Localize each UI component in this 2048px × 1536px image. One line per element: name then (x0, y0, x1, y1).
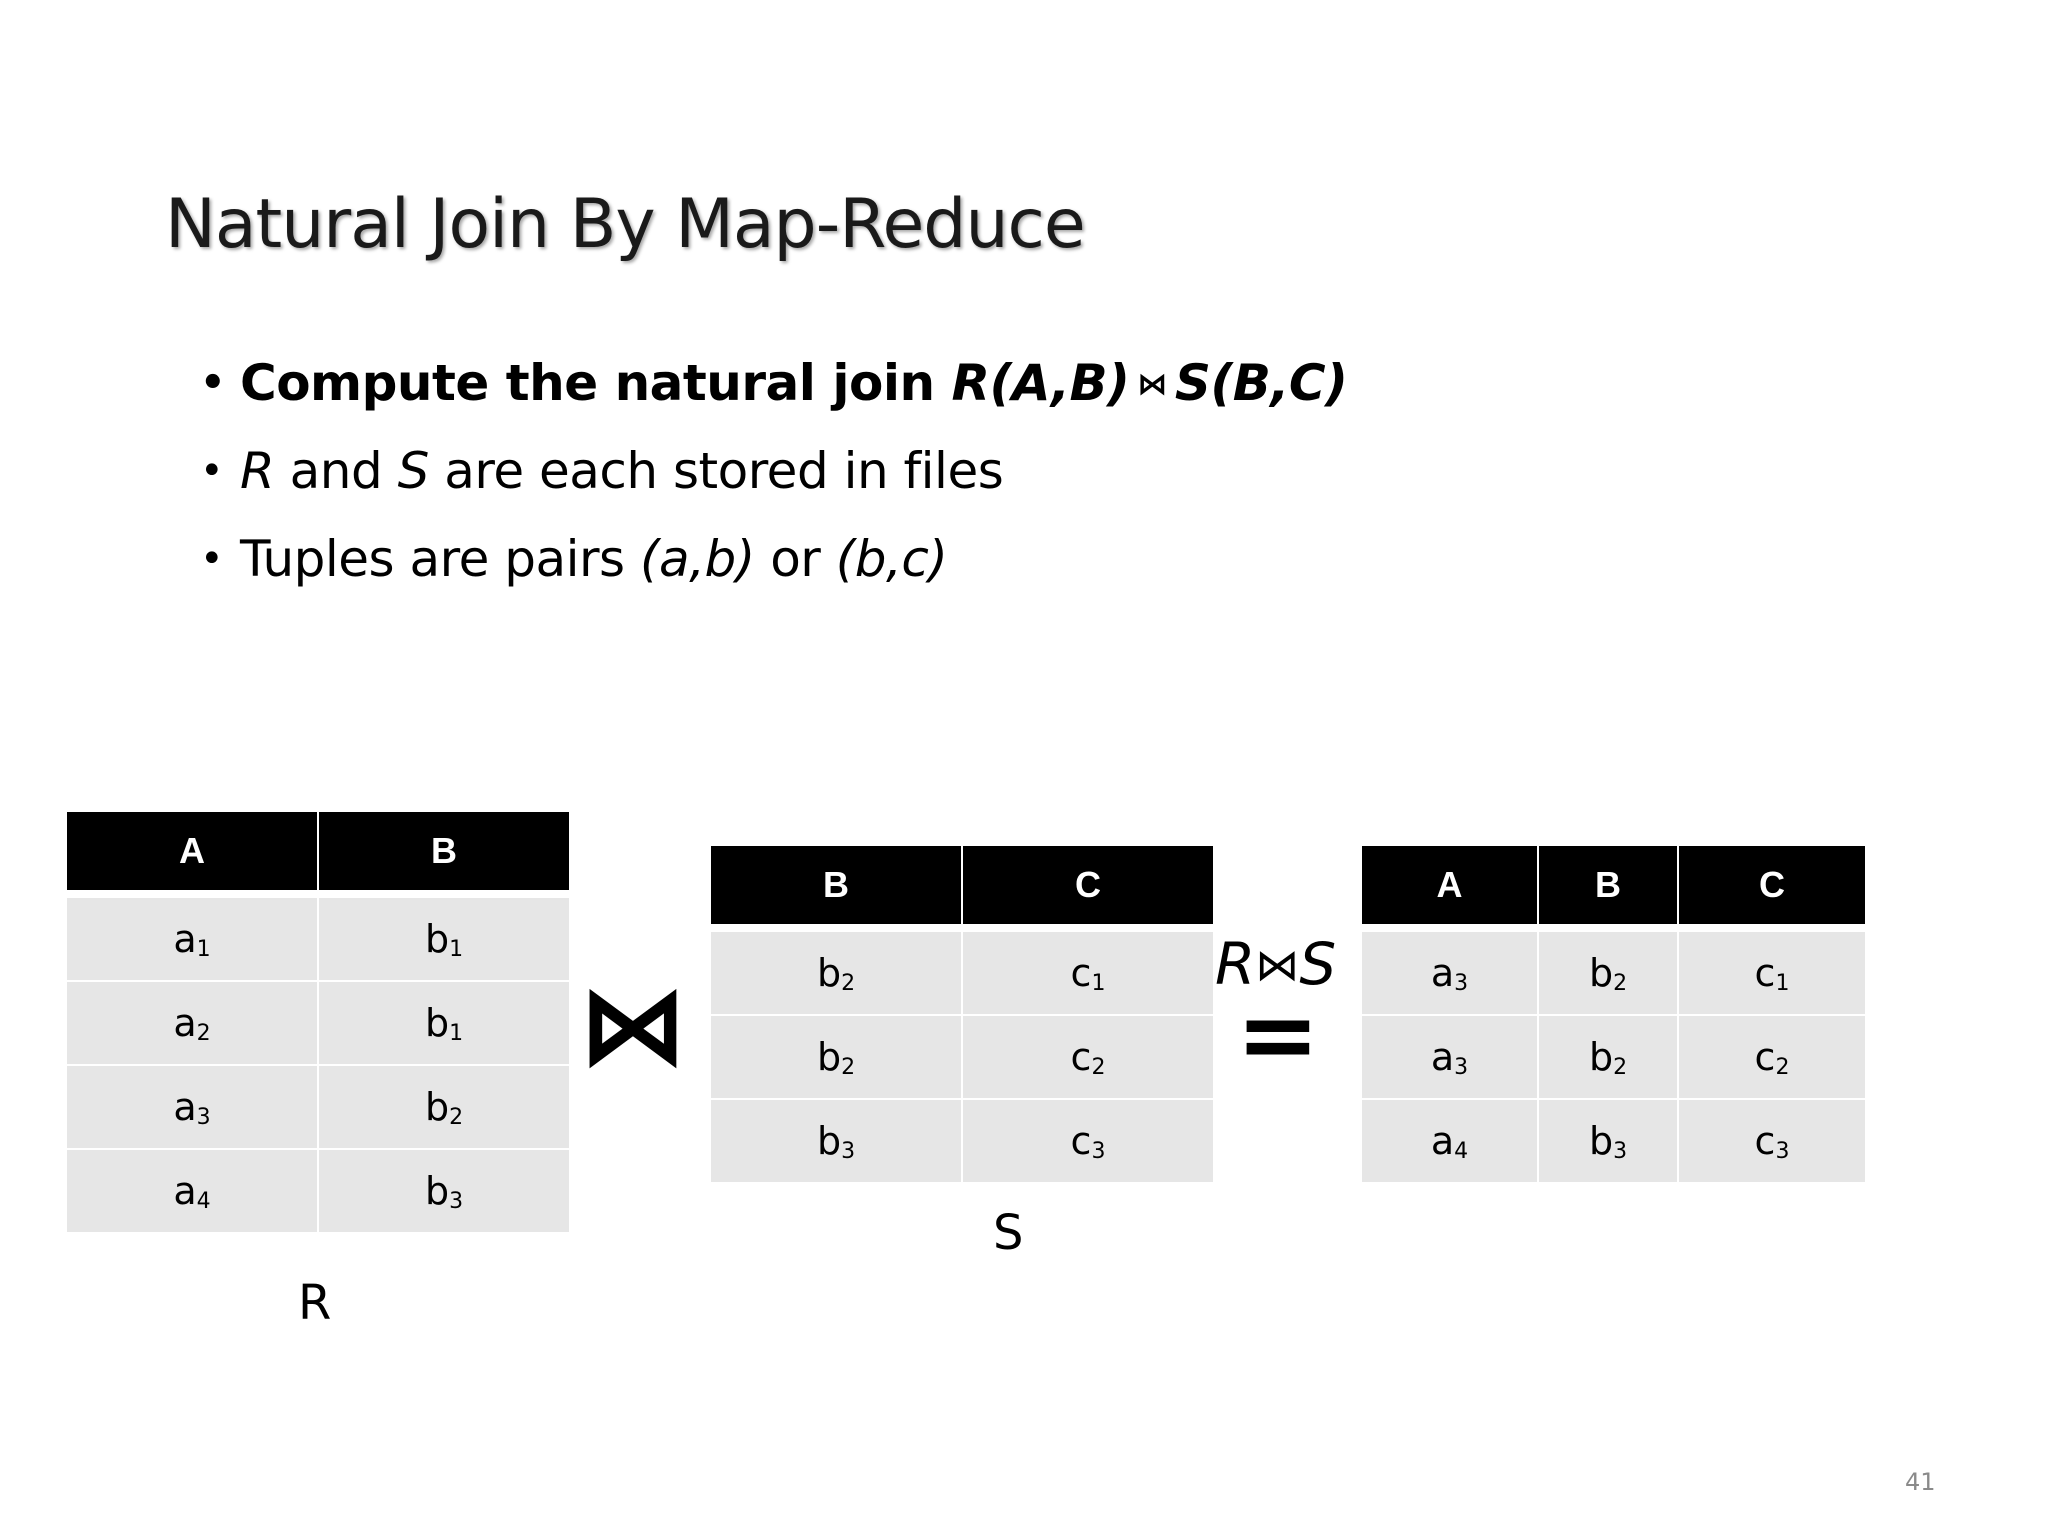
table-cell: b2 (711, 1016, 963, 1100)
relation-s-schema: S(B,C) (1174, 354, 1348, 412)
table-cell: a3 (1362, 932, 1539, 1016)
relation-s-name: S (397, 442, 430, 500)
equals-sign: = (1236, 976, 1320, 1093)
result-s: S (1299, 930, 1337, 998)
table-cell: b3 (319, 1150, 569, 1234)
relation-s-label: S (993, 1205, 1024, 1261)
bullet-text: or (754, 530, 836, 588)
table-cell: a3 (67, 1066, 319, 1150)
table-cell: c1 (963, 932, 1213, 1016)
table-cell: b1 (319, 898, 569, 982)
bullet-text: are each stored in files (428, 442, 1004, 500)
relation-r-label: R (298, 1275, 332, 1331)
table-cell: c3 (1679, 1100, 1865, 1184)
table-cell: b3 (711, 1100, 963, 1184)
bullet-icon: • (200, 360, 226, 406)
column-header: C (963, 846, 1213, 932)
bullet-text: and (274, 442, 398, 500)
table-cell: c2 (963, 1016, 1213, 1100)
table-cell: b2 (1539, 932, 1679, 1016)
relation-r-schema: R(A,B) (951, 354, 1130, 412)
table-cell: a3 (1362, 1016, 1539, 1100)
bullet-item: • Compute the natural join R(A,B)⋈S(B,C) (200, 348, 1348, 436)
table-cell: a1 (67, 898, 319, 982)
table-cell: b1 (319, 982, 569, 1066)
table-cell: b2 (319, 1066, 569, 1150)
bullet-list: •Compute the natural join R(A,B)⋈S(B,C) … (200, 348, 1348, 612)
bullet-text: Tuples are pairs (240, 530, 640, 588)
page-number: 41 (1905, 1468, 1936, 1496)
column-header: A (67, 812, 319, 898)
table-cell: b2 (711, 932, 963, 1016)
bullet-icon: • (200, 448, 224, 494)
column-header: C (1679, 846, 1865, 932)
table-cell: a4 (1362, 1100, 1539, 1184)
table-cell: b3 (1539, 1100, 1679, 1184)
table-cell: b2 (1539, 1016, 1679, 1100)
bullet-text: Compute the natural join (240, 354, 952, 412)
table-cell: a2 (67, 982, 319, 1066)
table-cell: c3 (963, 1100, 1213, 1184)
tuple-ab: (a,b) (640, 530, 755, 588)
tuple-bc: (b,c) (835, 530, 948, 588)
result-expression: R⋈S (1215, 930, 1336, 998)
result-r: R (1215, 930, 1256, 998)
table-cell: a4 (67, 1150, 319, 1234)
table-cell: c2 (1679, 1016, 1865, 1100)
result-join-symbol: ⋈ (1255, 940, 1300, 991)
table-cell: c1 (1679, 932, 1865, 1016)
join-symbol: ⋈ (1137, 367, 1167, 402)
bullet-item: • Tuples are pairs (a,b) or (b,c) (200, 524, 1347, 612)
relation-r-name: R (240, 442, 275, 500)
column-header: A (1362, 846, 1539, 932)
column-header: B (711, 846, 963, 932)
slide-title: Natural Join By Map-Reduce (165, 185, 1086, 264)
bullet-icon: • (200, 536, 224, 582)
column-header: B (319, 812, 569, 898)
join-operator-icon: ⋈ (578, 961, 688, 1089)
column-header: B (1539, 846, 1679, 932)
bullet-item: • R and S are each stored in files (200, 436, 1347, 524)
